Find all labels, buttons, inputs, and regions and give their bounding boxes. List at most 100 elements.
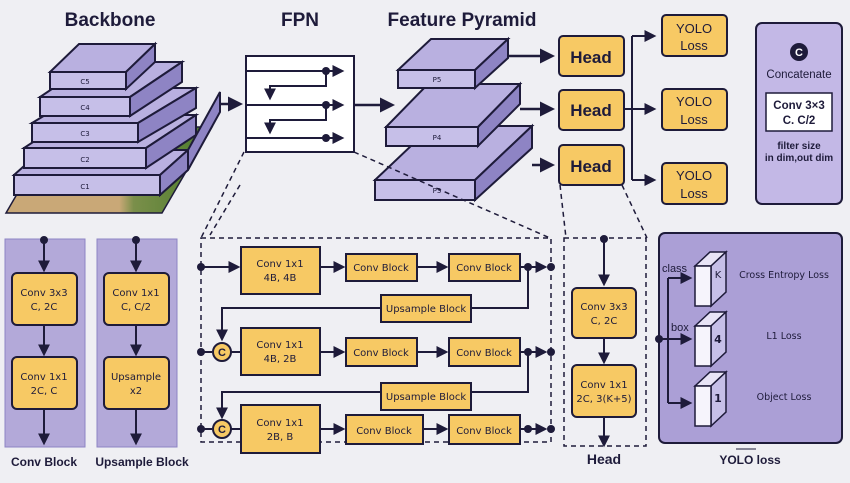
fpn-row-1-conv-line1: Conv 1x1 [256, 259, 303, 270]
conv-block-step-2[interactable] [11, 356, 78, 410]
fpn-row-1-block-2-label: Conv Block [456, 263, 512, 274]
fpn-row-2-concat-symbol: C [218, 347, 226, 359]
concat-icon-symbol: C [795, 47, 803, 59]
fpn-row-1-conv-line2: 4B, 4B [264, 273, 297, 284]
backbone-layer-c5: C5 [47, 41, 158, 92]
fpn-detail: Conv 1x1 4B, 4B Conv Block Conv Block Up… [197, 237, 555, 454]
head-3-label: Head [570, 157, 612, 176]
conv-block-step-1-line1: Conv 3x3 [20, 288, 67, 299]
fpn-row-1-conv[interactable] [240, 246, 321, 295]
conv-block-step-2-line1: Conv 1x1 [20, 372, 67, 383]
head-detail-step-2-line2: 2C, 3(K+5) [576, 394, 631, 405]
fpn-row-1: Conv 1x1 4B, 4B Conv Block Conv Block [197, 246, 555, 295]
fpn-row-2-conv-line2: 4B, 2B [264, 354, 297, 365]
p5-label: P5 [433, 76, 442, 84]
fpn-title: FPN [281, 10, 319, 31]
fpn-upsample-block-1-label: Upsample Block [386, 304, 466, 315]
fpn-row-3-block-2-label: Conv Block [456, 426, 512, 437]
upsample-block-title: Upsample Block [95, 455, 189, 469]
fpn-upsample-1: Upsample Block [216, 267, 529, 342]
backbone-title: Backbone [65, 10, 156, 31]
c2-label: C2 [80, 156, 89, 164]
fpn-row-2-block-2[interactable] [448, 337, 521, 367]
loss-branch-class: class K Cross Entropy Loss [662, 250, 829, 308]
zoom-guides [200, 151, 648, 239]
loss-branch-object: 1 Object Loss [693, 370, 811, 428]
p3-label: P3 [433, 187, 442, 195]
legend-panel: C Concatenate Conv 3×3 C. C/2 filter siz… [755, 22, 843, 205]
class-branch-label: class [662, 263, 688, 275]
head-detail-step-1-line1: Conv 3x3 [580, 302, 627, 313]
fpn-row-2-block-2-label: Conv Block [456, 348, 512, 359]
head-detail-step-1-line2: C, 2C [591, 316, 618, 327]
object-channel-count: 1 [714, 392, 722, 405]
fpn-row-3: C Conv 1x1 2B, B Conv Block Conv Block [197, 404, 555, 454]
head-detail: Conv 3x3 C, 2C Conv 1x1 2C, 3(K+5) Head [563, 235, 647, 467]
upsample-block-step-2-line2: x2 [130, 386, 142, 397]
yolo-loss-detail: class K Cross Entropy Loss box 4 L1 Loss… [655, 232, 843, 467]
upsample-block-step-2[interactable] [103, 356, 170, 410]
head-2-label: Head [570, 101, 612, 120]
fpn-row-3-conv-line2: 2B, B [267, 432, 294, 443]
conv-block-step-2-line2: 2C, C [31, 386, 58, 397]
pyramid-layer-p5: P5 [395, 36, 511, 91]
cross-entropy-loss-label: Cross Entropy Loss [739, 270, 829, 281]
legend-note-line1: filter size [777, 141, 821, 152]
yolo-loss-1-line2: Loss [680, 38, 708, 53]
fpn-row-2: C Conv 1x1 4B, 2B Conv Block Conv Block [197, 327, 555, 376]
backbone-layer-c1-ext [187, 91, 221, 171]
fpn-row-3-block-1[interactable] [345, 414, 424, 445]
concat-label: Concatenate [766, 69, 831, 81]
fpn-box [245, 55, 355, 153]
head-2[interactable]: Head [558, 89, 625, 131]
fpn-row-3-concat-symbol: C [218, 424, 226, 436]
yolo-loss-2-line2: Loss [680, 112, 708, 127]
yolo-loss-2[interactable]: YOLO Loss [661, 88, 728, 131]
conv-block-detail: Conv 3x3 C, 2C Conv 1x1 2C, C Conv Block [4, 236, 86, 469]
fpn-row-1-block-1-label: Conv Block [353, 263, 409, 274]
legend-conv-line2: C. C/2 [783, 115, 816, 127]
head-3[interactable]: Head [558, 144, 625, 186]
head-detail-step-2[interactable] [571, 364, 637, 418]
fpn-row-2-block-1[interactable] [345, 337, 418, 367]
loss-branch-box: box 4 L1 Loss [671, 310, 802, 368]
fpn-row-3-block-1-label: Conv Block [356, 426, 412, 437]
yolo-loss-3[interactable]: YOLO Loss [661, 162, 728, 205]
c1-label: C1 [80, 183, 89, 191]
head-detail-step-1[interactable] [571, 287, 637, 339]
fpn-row-2-conv[interactable] [240, 327, 321, 376]
box-branch-label: box [671, 322, 689, 334]
upsample-block-step-2-line1: Upsample [111, 372, 161, 383]
l1-loss-label: L1 Loss [766, 331, 801, 342]
conv-block-step-1[interactable] [11, 272, 78, 326]
fpn-upsample-block-2-label: Upsample Block [386, 392, 466, 403]
feature-pyramid-title: Feature Pyramid [388, 10, 537, 31]
conv-block-title: Conv Block [11, 455, 77, 469]
c5-label: C5 [80, 78, 89, 86]
class-channel-count: K [715, 270, 722, 281]
conv-block-step-1-line2: C, 2C [31, 302, 58, 313]
head-1[interactable]: Head [558, 35, 625, 77]
legend-conv-line1: Conv 3×3 [773, 100, 824, 112]
yolo-loss-1-line1: YOLO [676, 21, 712, 36]
pyramid-layer-p3: P3 [372, 123, 535, 203]
fpn-row-3-conv[interactable] [240, 404, 321, 454]
yolo-loss-3-line2: Loss [680, 186, 708, 201]
head-detail-step-2-line1: Conv 1x1 [580, 380, 627, 391]
head-to-loss-connectors [624, 30, 657, 186]
fpn-upsample-block-2[interactable] [380, 382, 472, 411]
upsample-block-step-1-line1: Conv 1x1 [112, 288, 159, 299]
yolo-loss-3-line1: YOLO [676, 168, 712, 183]
fpn-upsample-block-1[interactable] [380, 294, 472, 323]
fpn-row-3-block-2[interactable] [448, 414, 521, 445]
yolo-loss-detail-title: YOLO loss [719, 453, 781, 467]
pyramid-layer-p4: P4 [383, 81, 523, 149]
yolo-loss-1[interactable]: YOLO Loss [661, 14, 728, 57]
c4-label: C4 [80, 104, 90, 112]
feature-pyramid: P3 P4 P5 [372, 36, 535, 203]
legend-conv-box [765, 92, 833, 132]
head-detail-title: Head [587, 451, 621, 467]
upsample-block-step-1[interactable] [103, 272, 170, 326]
